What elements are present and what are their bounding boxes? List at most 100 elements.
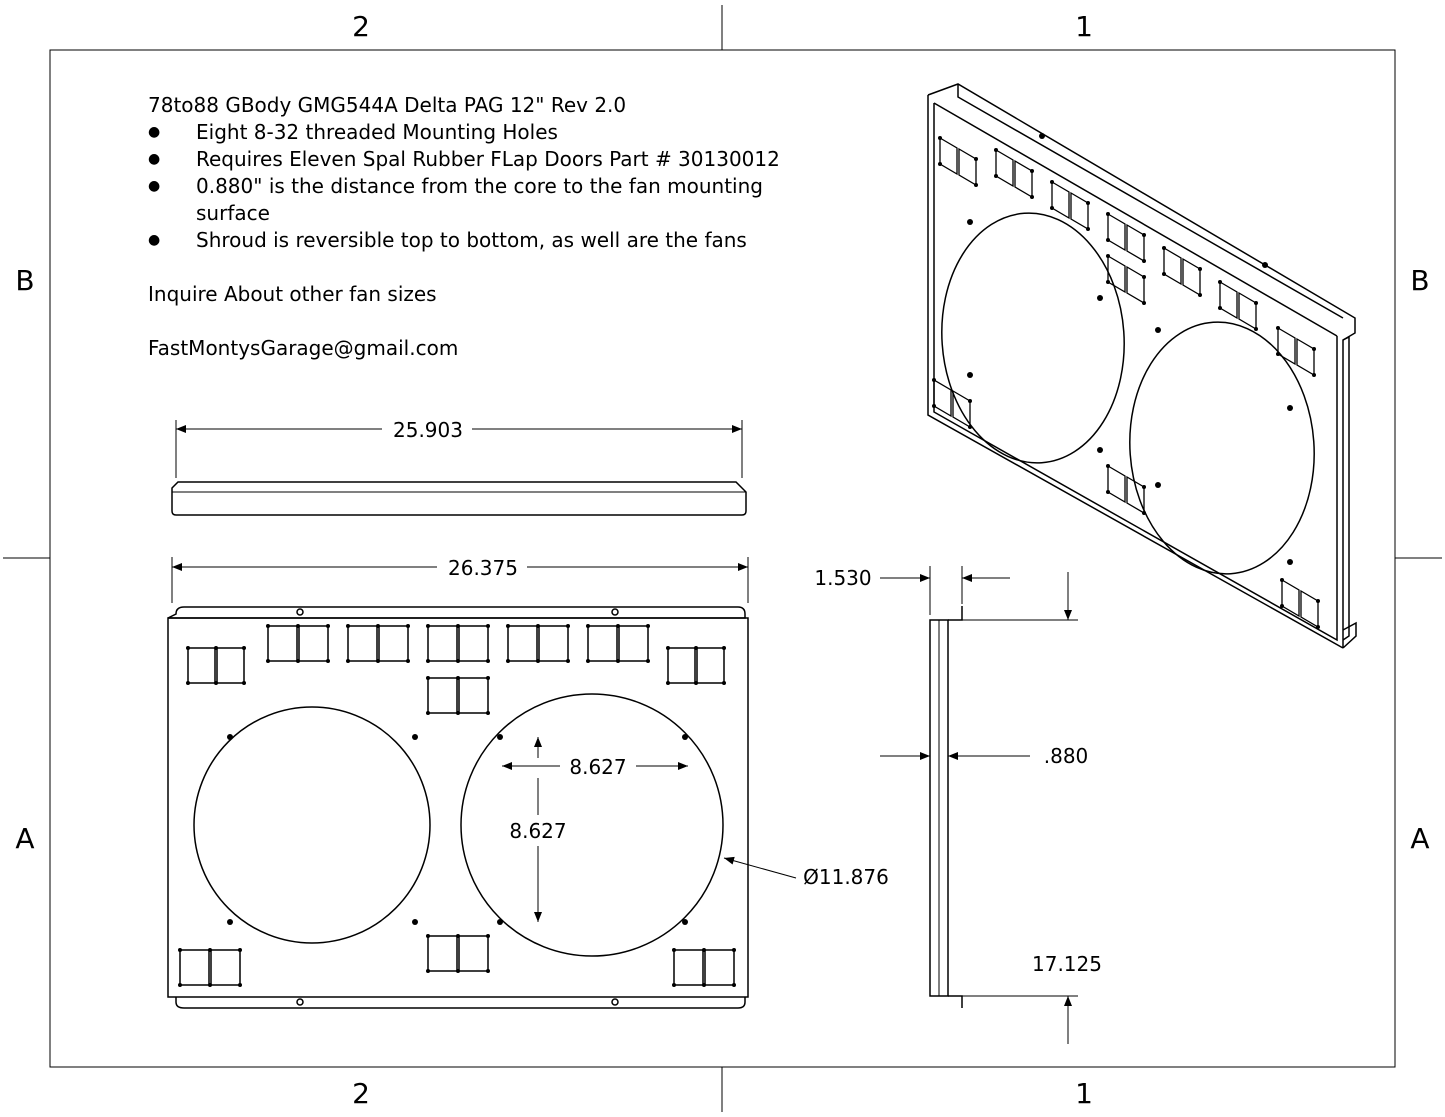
flap-door-fastener [666,681,670,685]
iso-flap-door-opening [1126,475,1145,515]
flap-door-opening [618,625,649,662]
flange-hole [611,998,619,1006]
iso-flap-door-opening [1107,254,1126,294]
iso-flap-door-opening [1051,180,1070,220]
iso-flap-fastener [1312,373,1316,377]
fan-mounting-hole [227,919,233,925]
flap-door-fastener [566,659,570,663]
iso-fan-mounting-hole [967,219,973,225]
flap-door-fastener [296,624,300,628]
iso-flap-door-opening [1126,265,1145,305]
dim-fan-diameter: Ø11.876 [803,865,889,889]
flap-door-opening [210,949,241,986]
flap-door-opening [216,647,245,684]
iso-flap-door-opening [933,378,952,418]
iso-flap-fastener [1086,227,1090,231]
iso-flap-fastener [932,404,936,408]
dim-flange-depth: 1.530 [814,566,871,590]
flap-door-opening [587,625,618,662]
flap-door-fastener [242,646,246,650]
flap-door-fastener [296,659,300,663]
iso-fan-mounting-hole [1287,405,1293,411]
dim-top-width: 25.903 [393,418,463,442]
flap-door-fastener [456,969,460,973]
flap-door-fastener [456,676,460,680]
flap-door-fastener [406,659,410,663]
flap-door-fastener [326,659,330,663]
iso-flap-door-opening [1107,464,1126,504]
iso-flap-fastener [974,157,978,161]
flap-door-fastener [186,646,190,650]
iso-flap-fastener [1050,206,1054,210]
iso-flap-door-opening [1238,291,1257,331]
iso-flap-fastener [1254,301,1258,305]
iso-fan-opening-right [1129,321,1315,575]
flap-door-fastener [694,646,698,650]
flap-door-fastener [238,983,242,987]
flap-door-opening [267,625,298,662]
flap-door-fastener [456,624,460,628]
flap-door-fastener [586,659,590,663]
iso-flap-fastener [1198,293,1202,297]
iso-flap-door-opening [1070,191,1089,231]
iso-flap-door-opening [1219,280,1238,320]
flap-door-fastener [486,934,490,938]
notes-title: 78to88 GBody GMG544A Delta PAG 12" Rev 2… [148,93,627,117]
zone-label-right-lower: A [1410,822,1429,855]
iso-flap-door-opening [1281,578,1300,618]
flap-door-opening [458,625,489,662]
zone-label-bottom-right: 1 [1075,1077,1093,1110]
drawing-notes: 78to88 GBody GMG544A Delta PAG 12" Rev 2… [148,92,848,382]
iso-flap-fastener [1316,625,1320,629]
zone-label-top-right: 1 [1075,10,1093,43]
notes-bullet-list: Eight 8-32 threaded Mounting Holes Requi… [148,119,848,254]
flap-door-fastener [732,948,736,952]
flap-door-opening [673,949,704,986]
iso-flap-fastener [1312,347,1316,351]
flange-hole [611,608,619,616]
flap-door-opening [427,625,458,662]
contact-email: FastMontysGarage@gmail.com [148,336,459,360]
flap-door-fastener [506,659,510,663]
iso-fan-mounting-hole [1155,327,1161,333]
iso-flap-fastener [1218,306,1222,310]
iso-fan-opening-left [941,212,1125,464]
flap-door-fastener [702,983,706,987]
flap-door-fastener [376,659,380,663]
iso-flap-fastener [1276,326,1280,330]
flap-door-fastener [456,934,460,938]
flap-door-fastener [646,624,650,628]
iso-fan-mounting-hole [1097,447,1103,453]
dim-overall-height: 17.125 [1032,952,1102,976]
flap-door-fastener [456,659,460,663]
flap-door-opening [427,677,458,714]
iso-flap-fastener [1142,259,1146,263]
flap-door-fastener [426,711,430,715]
flap-door-fastener [536,624,540,628]
flap-door-fastener [178,983,182,987]
flap-door-fastener [646,659,650,663]
flap-door-fastener [732,983,736,987]
iso-flap-door-opening [1182,257,1201,297]
flap-door-fastener [208,948,212,952]
iso-flap-fastener [1030,195,1034,199]
flange-hole [296,608,304,616]
flap-door-fastener [346,624,350,628]
fan-mounting-hole [497,919,503,925]
zone-label-bottom-left: 2 [352,1077,370,1110]
flap-door-fastener [426,676,430,680]
iso-flap-fastener [1142,485,1146,489]
iso-flap-fastener [968,425,972,429]
flap-door-fastener [616,624,620,628]
flap-door-fastener [242,681,246,685]
iso-flap-fastener [1218,280,1222,284]
flap-door-fastener [214,646,218,650]
fan-opening-left [193,706,431,944]
iso-flap-fastener [1162,246,1166,250]
fan-mounting-hole [497,734,503,740]
flap-door-opening [298,625,329,662]
flap-door-fastener [178,948,182,952]
flap-door-fastener [506,624,510,628]
notes-bullet: Shroud is reversible top to bottom, as w… [148,227,848,254]
